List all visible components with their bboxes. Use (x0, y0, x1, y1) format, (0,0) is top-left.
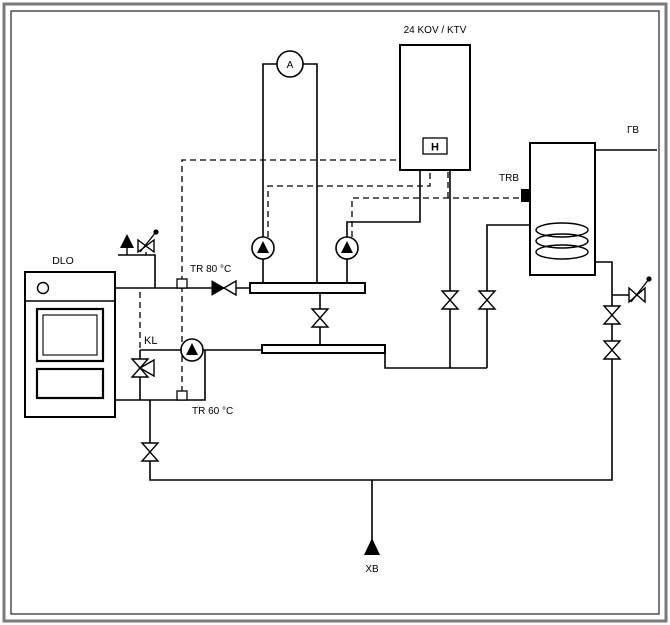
dlo-boiler: DLO (24, 255, 116, 418)
valve-dhw-upper-icon (602, 305, 622, 325)
safety-valve-icon (137, 229, 159, 255)
mixing-valve-kl-icon: KL (130, 335, 157, 378)
air-vent-icon (276, 50, 304, 78)
check-valve-icon (211, 279, 237, 297)
upper-manifold (249, 282, 366, 294)
air-vent: A (276, 50, 304, 78)
piping (115, 63, 657, 540)
cold-water-arrow-icon (364, 538, 380, 555)
cold-water-label: ХВ (365, 564, 379, 575)
tr60-label: TR 60 °C (192, 406, 233, 417)
tr80-label: TR 80 °C (190, 264, 231, 275)
dhw-tank: TRB (499, 142, 596, 276)
trb-sensor-icon (521, 189, 530, 202)
pump-boiler-loop-icon (180, 338, 204, 362)
valve-dhw-lower-icon (602, 340, 622, 360)
lower-manifold (261, 344, 386, 354)
boiler-upper-door (35, 307, 105, 363)
tr60-thermostat: TR 60 °C (176, 390, 233, 417)
wall-boiler: H 24 KOV / KTV (399, 25, 471, 171)
vent-valve-icon (120, 234, 134, 248)
boiler-thermometer-icon (36, 281, 50, 295)
tr80-thermostat: TR 80 °C (176, 264, 231, 289)
control-wiring (139, 159, 520, 392)
boiler-lower-door (35, 367, 105, 400)
tr80-sensor-icon (176, 278, 188, 289)
trb-label: TRB (499, 173, 519, 184)
tank-safety-valve-icon (628, 276, 652, 304)
tr60-sensor-icon (176, 390, 188, 401)
valve-wall-boiler-return-icon (440, 290, 460, 310)
pump-wall-boiler-icon (335, 236, 359, 260)
wall-boiler-logo-letter: H (431, 142, 439, 154)
safety-group (120, 229, 159, 255)
valve-coil-circuit-icon (477, 290, 497, 310)
wall-boiler-label: 24 KOV / KTV (404, 25, 467, 36)
coil-heat-exchanger-icon (535, 222, 589, 260)
pump-heating-circuit-icon (251, 236, 275, 260)
kl-label: KL (144, 335, 157, 347)
hot-water-label: ГВ (627, 125, 639, 136)
cold-water-inlet: ХВ (364, 538, 380, 575)
dlo-label: DLO (52, 255, 74, 267)
valve-manifold-bypass-icon (310, 308, 330, 328)
wall-boiler-logo-icon: H (422, 137, 448, 155)
air-vent-label: A (287, 60, 294, 71)
valve-fill-line-icon (140, 442, 160, 462)
